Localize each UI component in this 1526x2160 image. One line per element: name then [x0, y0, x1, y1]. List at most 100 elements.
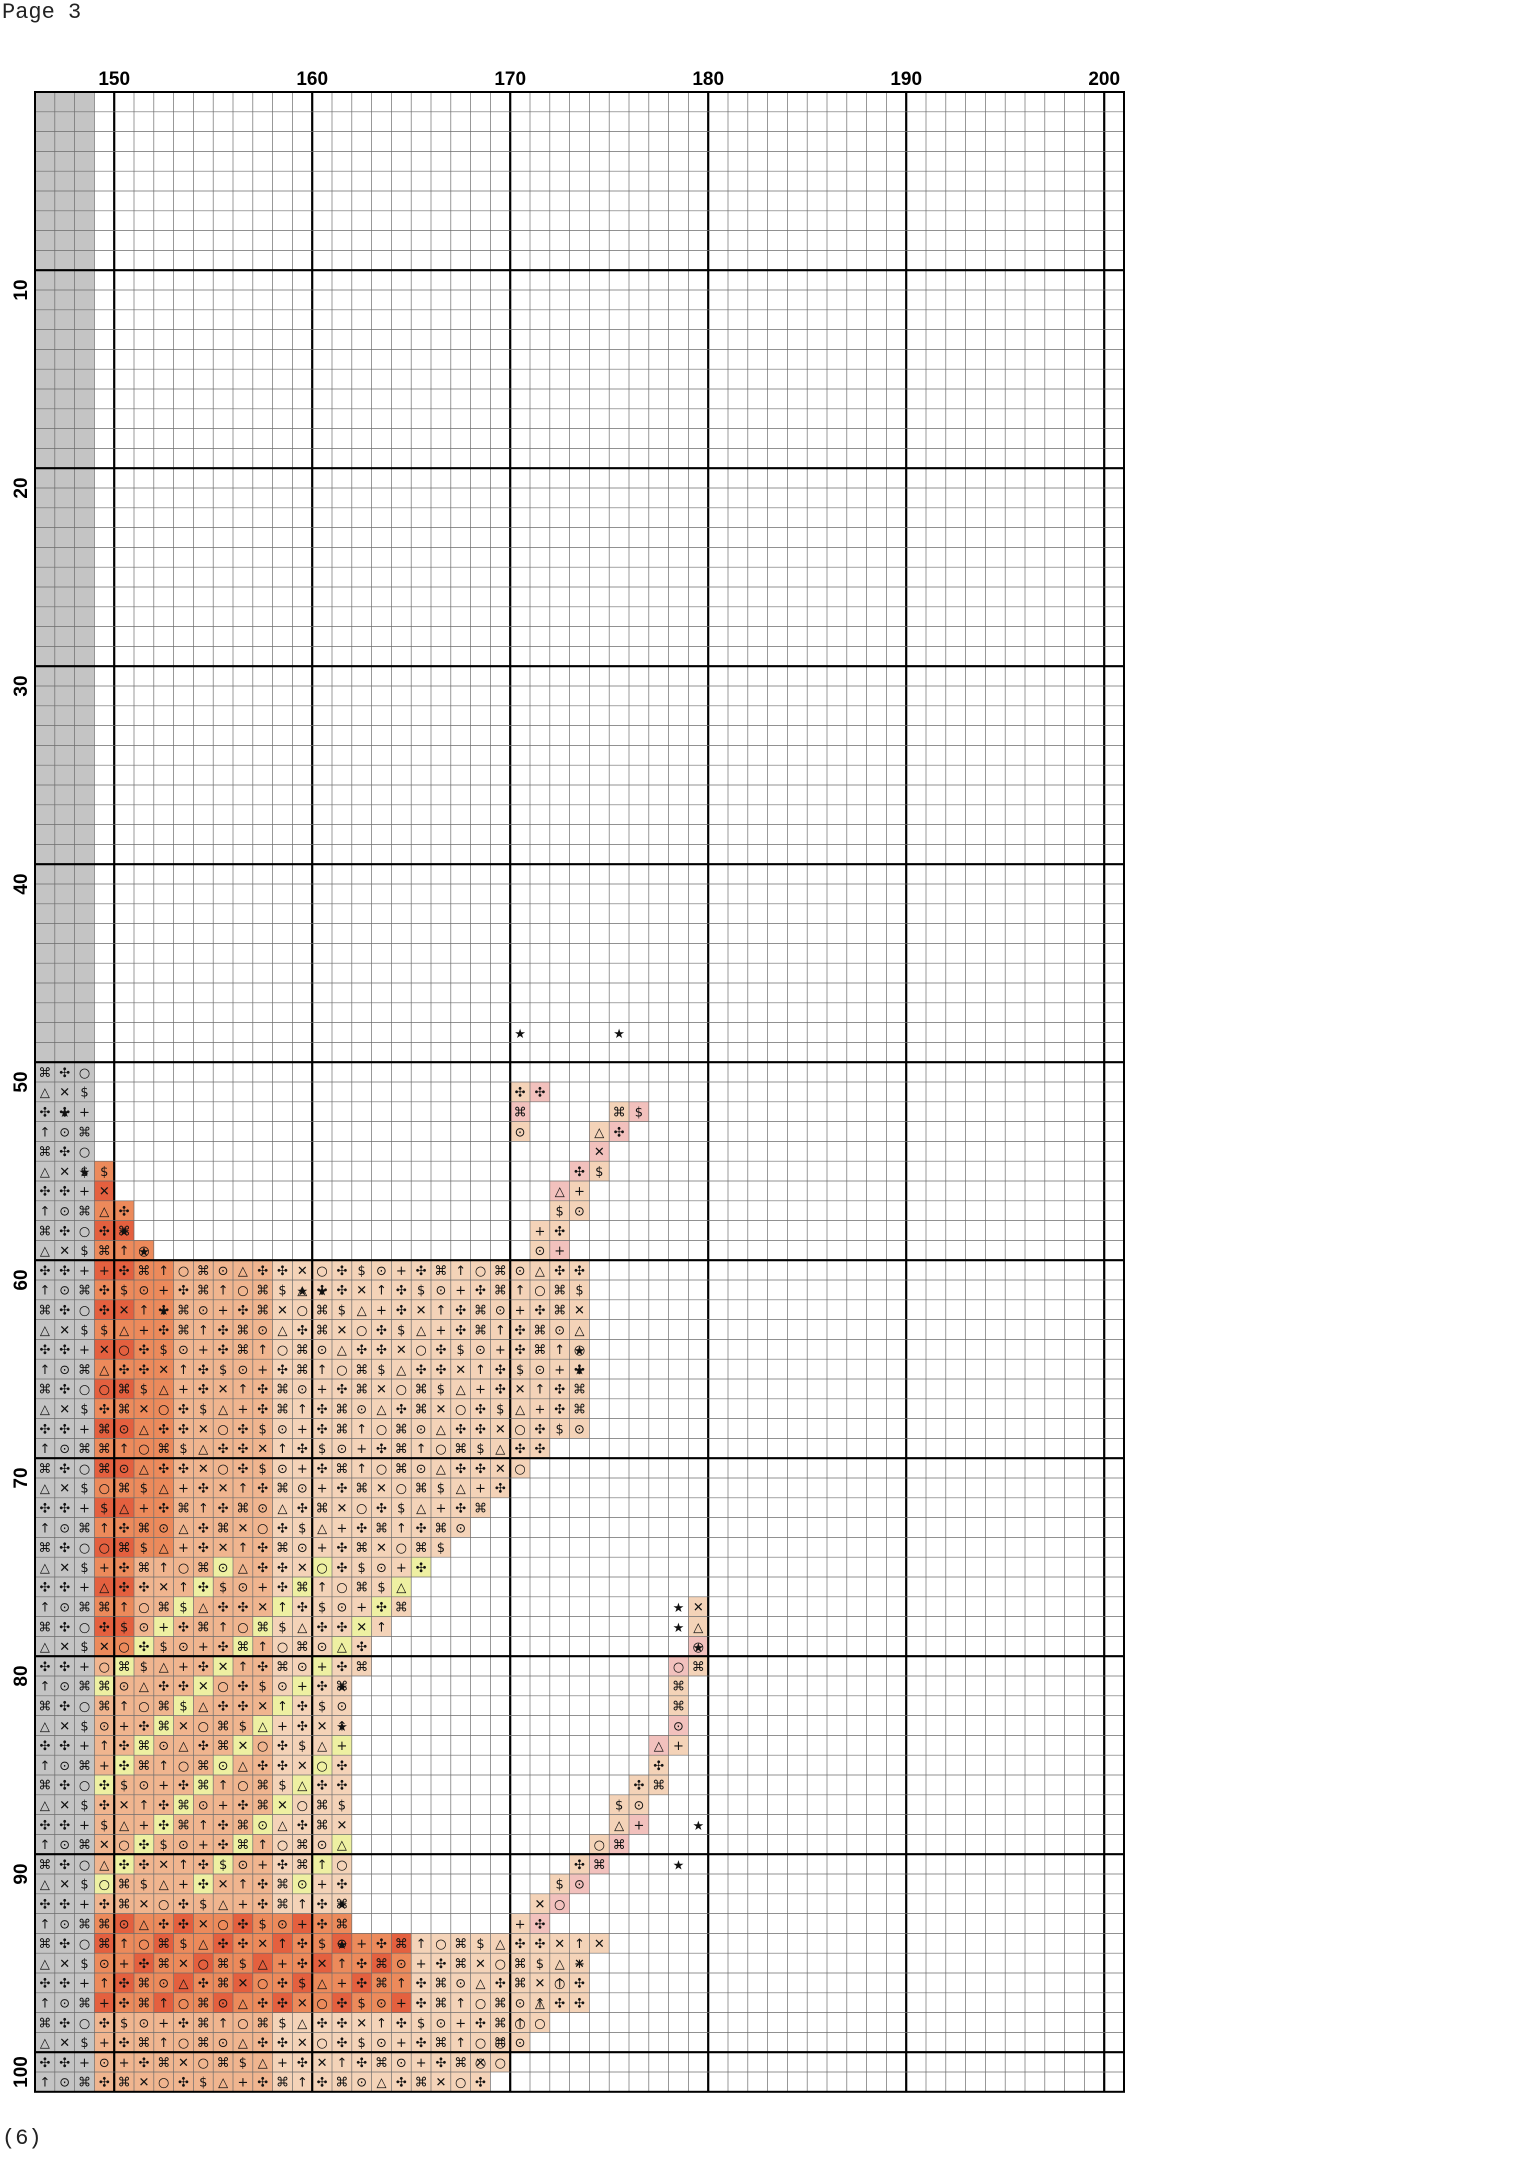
stitch-symbol: ⌘ — [296, 1343, 309, 1358]
stitch-cell — [470, 1280, 491, 1300]
stitch-cell — [371, 1557, 392, 1577]
stitch-symbol: $ — [140, 1482, 148, 1497]
stitch-symbol: ✣ — [99, 1897, 110, 1912]
margin-symbol: $ — [80, 1323, 88, 1338]
stitch-cell — [233, 1517, 253, 1538]
stitch-symbol: + — [297, 1680, 308, 1695]
stitch-symbol: + — [178, 1660, 189, 1675]
star-symbol: ★ — [613, 1027, 625, 1042]
stitch-symbol: $ — [278, 1284, 286, 1299]
stitch-cell — [332, 1497, 352, 1518]
stitch-symbol: + — [119, 2056, 130, 2071]
margin-symbol: ✕ — [59, 1244, 70, 1259]
stitch-cell — [94, 1775, 115, 1795]
stitch-cell — [411, 1497, 431, 1518]
stitch-symbol: ✣ — [99, 1620, 110, 1635]
stitch-symbol: ✣ — [198, 1739, 209, 1754]
stitch-symbol: ⌘ — [157, 1957, 170, 1972]
stitch-cell — [134, 1398, 154, 1419]
stitch-symbol: + — [317, 1878, 328, 1893]
stitch-symbol: ✣ — [237, 1699, 248, 1714]
stitch-symbol: ↑ — [119, 1600, 130, 1615]
stitch-symbol: ↑ — [237, 1383, 248, 1398]
stitch-symbol: + — [356, 1442, 367, 1457]
stitch-symbol: ⌘ — [316, 1818, 329, 1833]
stitch-symbol: ✣ — [99, 1779, 110, 1794]
stitch-symbol: △ — [337, 1343, 347, 1358]
stitch-symbol: ✣ — [99, 1284, 110, 1299]
stitch-symbol: ○ — [336, 1363, 347, 1378]
stitch-symbol: ✣ — [277, 1264, 288, 1279]
stitch-symbol: ✣ — [455, 1323, 466, 1338]
margin-symbol: ✕ — [59, 1640, 70, 1655]
stitch-cell — [213, 1339, 233, 1360]
stitch-symbol: ○ — [99, 1482, 110, 1497]
stitch-cell — [114, 1418, 134, 1439]
stitch-symbol: ✣ — [119, 1264, 130, 1279]
stitch-cell — [292, 1913, 313, 1934]
stitch-cell — [371, 1319, 392, 1340]
column-label: 150 — [98, 69, 130, 90]
stitch-cell — [114, 1240, 134, 1261]
stitch-symbol: $ — [239, 1957, 247, 1972]
margin-symbol: ⊙ — [59, 1680, 70, 1695]
stitch-cell — [450, 1359, 471, 1379]
stitch-symbol: ✣ — [475, 1402, 486, 1417]
stitch-symbol: ⌘ — [375, 1521, 388, 1536]
stitch-cell — [530, 1953, 550, 1973]
stitch-cell — [252, 1735, 273, 1756]
stitch-cell — [272, 1676, 293, 1696]
stitch-cell — [332, 1260, 352, 1280]
stitch-symbol: + — [396, 1264, 407, 1279]
stitch-cell — [94, 1854, 115, 1874]
stitch-cell — [94, 1616, 115, 1637]
stitch-symbol: △ — [594, 1125, 604, 1140]
star-symbol: ★ — [336, 1938, 348, 1953]
stitch-cell — [411, 1953, 431, 1973]
stitch-symbol: ○ — [99, 1878, 110, 1893]
stitch-symbol: △ — [159, 1541, 169, 1556]
stitch-cell — [351, 1478, 372, 1498]
stitch-cell — [530, 1418, 550, 1439]
stitch-symbol: + — [574, 1185, 585, 1200]
stitch-cell — [114, 1398, 134, 1419]
stitch-symbol: ✣ — [534, 1917, 545, 1932]
stitch-cell — [233, 1715, 253, 1736]
stitch-symbol: ✣ — [356, 1640, 367, 1655]
margin-symbol: + — [79, 1105, 90, 1120]
margin-symbol: + — [79, 1185, 90, 1200]
margin-symbol: ↑ — [39, 1284, 50, 1299]
stitch-cell — [272, 1379, 293, 1399]
stitch-symbol: ↑ — [336, 1957, 347, 1972]
stitch-cell — [213, 1557, 233, 1577]
stitch-symbol: ✣ — [534, 1086, 545, 1101]
stitch-cell — [332, 1656, 352, 1676]
stitch-symbol: △ — [555, 1185, 565, 1200]
stitch-cell — [371, 1438, 392, 1459]
row-label: 10 — [11, 279, 32, 300]
stitch-symbol: ✣ — [237, 1917, 248, 1932]
stitch-cell — [213, 1874, 233, 1894]
stitch-cell — [193, 1814, 214, 1835]
stitch-symbol: + — [198, 1343, 209, 1358]
stitch-symbol: ⌘ — [217, 1957, 230, 1972]
stitch-symbol: + — [99, 1996, 110, 2011]
stitch-cell — [233, 1260, 253, 1280]
star-symbol: ★ — [673, 1621, 685, 1636]
stitch-symbol: ⌘ — [217, 2056, 230, 2071]
stitch-symbol: ✣ — [633, 1779, 644, 1794]
stitch-symbol: ✕ — [455, 1363, 466, 1378]
column-label: 160 — [296, 69, 328, 90]
margin-symbol: ⌘ — [78, 1600, 91, 1615]
stitch-symbol: △ — [139, 1462, 149, 1477]
stitch-symbol: ⊙ — [277, 1422, 288, 1437]
stitch-symbol: ↑ — [317, 1581, 328, 1596]
stitch-cell — [272, 1656, 293, 1676]
stitch-cell — [272, 1735, 293, 1756]
stitch-cell — [153, 1676, 174, 1696]
stitch-cell — [431, 1438, 451, 1459]
stitch-symbol: $ — [278, 1620, 286, 1635]
stitch-cell — [530, 1438, 550, 1459]
stitch-cell — [292, 1735, 313, 1756]
stitch-symbol: ✣ — [257, 1264, 268, 1279]
